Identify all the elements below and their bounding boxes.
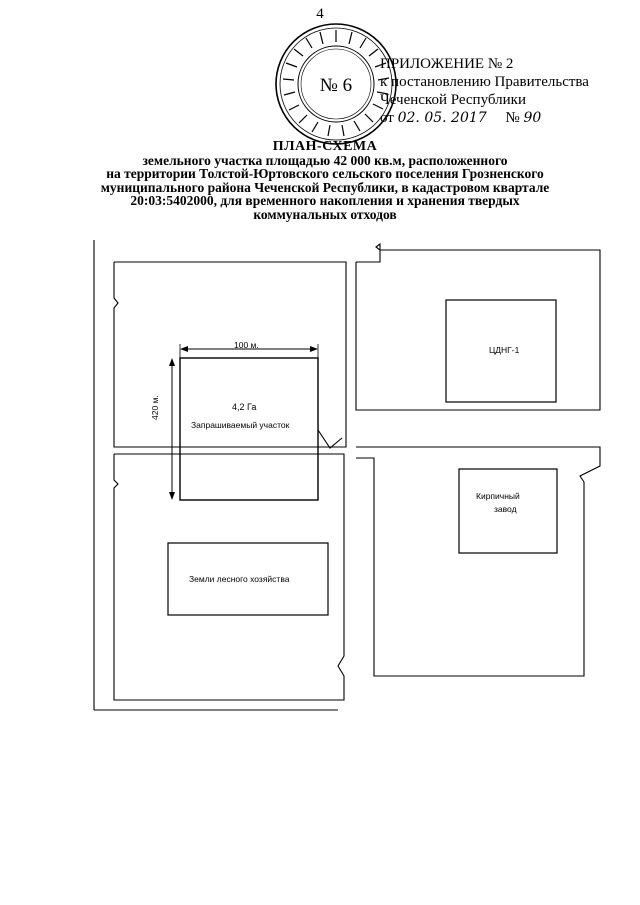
heading-line-1: земельного участка площадью 42 000 кв.м,…	[142, 152, 508, 168]
top-left-quadrant	[113, 261, 347, 448]
date-value: 02. 05. 2017	[397, 110, 487, 126]
appendix-header: ПРИЛОЖЕНИЕ № 2 к постановлению Правитель…	[380, 55, 589, 127]
brick-factory-area	[458, 468, 558, 554]
forest-label: Земли лесного хозяйства	[189, 574, 290, 584]
width-label: 100 м.	[234, 340, 259, 350]
heading-line-4: 20:03:5402000, для временного накопления…	[130, 193, 520, 208]
brick-label-2: завод	[494, 504, 517, 514]
document-heading: ПЛАН-СХЕМА земельного участка площадью 4…	[60, 140, 590, 221]
width-arrow-right	[310, 346, 318, 352]
heading-line-5: коммунальных отходов	[253, 206, 397, 222]
appendix-line2: к постановлению Правительства	[380, 74, 589, 90]
area-label: 4,2 Га	[232, 402, 257, 412]
heading-line-3: муниципального района Чеченской Республи…	[100, 179, 550, 195]
requested-plot	[179, 357, 319, 501]
height-arrow-top	[169, 358, 175, 366]
document-title: ПЛАН-СХЕМА	[272, 139, 378, 154]
appendix-line3: Чеченской Республики	[380, 92, 526, 108]
bottom-left-quadrant	[113, 453, 345, 701]
forest-land-area	[167, 542, 329, 616]
number-prefix: №	[505, 110, 520, 126]
height-arrow-bottom	[169, 492, 175, 500]
top-right-quadrant	[355, 242, 601, 411]
road-marker	[317, 429, 343, 449]
appendix-date-line: от 02. 05. 2017 № 90	[380, 109, 589, 127]
heading-line-2: на территории Толстой-Юртовского сельско…	[106, 166, 544, 181]
official-seal: № 6	[275, 23, 397, 145]
cdng-label: ЦДНГ-1	[489, 345, 520, 355]
cdng-area	[445, 299, 557, 403]
number-value: 90	[523, 110, 542, 126]
height-label: 420 м.	[150, 395, 160, 420]
date-prefix: от	[380, 110, 394, 126]
bottom-right-quadrant	[356, 446, 601, 677]
brick-label-1: Кирпичный	[476, 491, 520, 501]
page-number: 4	[316, 6, 324, 22]
width-arrow-left	[180, 346, 188, 352]
appendix-title: ПРИЛОЖЕНИЕ № 2	[380, 56, 514, 72]
plot-label: Запрашиваемый участок	[191, 420, 290, 430]
stamp-number: № 6	[320, 75, 352, 96]
